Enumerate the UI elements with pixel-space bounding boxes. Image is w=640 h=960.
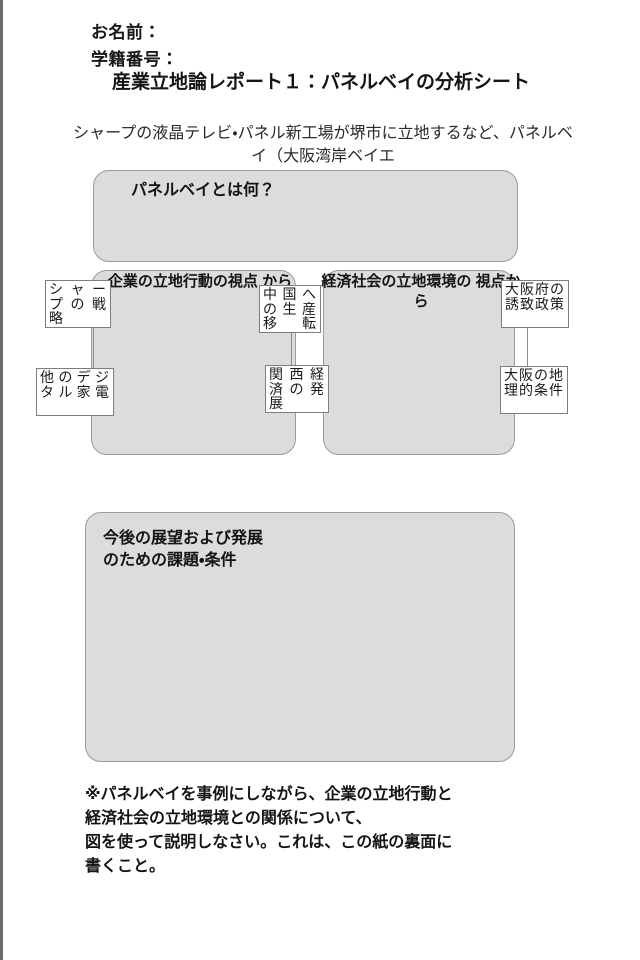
connector-line-left: [93, 328, 94, 370]
panel-firm-location-behavior-title: 企業の立地行動の視点 から: [107, 273, 293, 290]
page-title: 産業立地論レポート１：パネルベイの分析シート: [111, 72, 530, 93]
factor-box-other-digital-appliances[interactable]: [36, 368, 114, 416]
lead-paragraph: シャープの液晶テレビ・パネル新工場が堺市に立地するなど、パネルベイ（大阪湾岸ベイ…: [73, 125, 573, 166]
panel-economic-society-environment-title: 経済社会の立地環境の 視点から: [321, 273, 521, 310]
panel-economic-society-environment[interactable]: [323, 270, 515, 455]
factor-label-osaka-geographic-conditions: 大阪の地理的条件: [504, 367, 564, 398]
student-id-field-label: 学籍番号：: [91, 50, 179, 69]
panel-what-is-panel-bay-title: パネルベイとは何？: [131, 182, 276, 199]
factor-box-sharp-strategy[interactable]: [45, 280, 111, 328]
factor-label-sharp-strategy: シャープの戦略: [49, 281, 107, 327]
factor-label-osaka-attraction-policy: 大阪府の誘致政策: [505, 281, 565, 312]
factor-label-china-production-shift: 中国への生産移転: [263, 286, 317, 332]
panel-future-outlook[interactable]: [85, 512, 515, 762]
factor-box-osaka-attraction-policy[interactable]: [501, 280, 569, 328]
factor-box-china-production-shift[interactable]: [259, 285, 321, 333]
panel-what-is-panel-bay[interactable]: [93, 170, 518, 262]
name-field-label: お名前：: [91, 23, 161, 42]
assignment-instruction-note: ※パネルベイを事例にしながら、企業の立地行動と 経済社会の立地環境との関係につい…: [85, 786, 453, 875]
factor-label-other-digital-appliances: 他のデジタル家電: [40, 369, 110, 400]
connector-line-middle: [291, 333, 292, 367]
panel-future-outlook-title: 今後の展望および発展 のための課題・条件: [103, 530, 264, 569]
factor-box-kansai-economy-growth[interactable]: [265, 365, 329, 413]
factor-label-kansai-economy-growth: 関西経済の発展: [269, 366, 325, 412]
connector-line-right: [527, 328, 528, 368]
factor-box-osaka-geographic-conditions[interactable]: [500, 366, 568, 414]
